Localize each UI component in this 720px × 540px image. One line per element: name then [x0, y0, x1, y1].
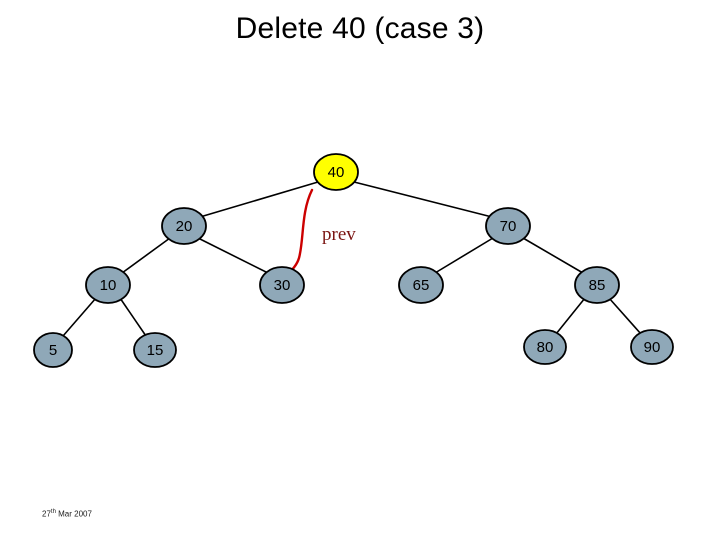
- node-circle: [133, 332, 177, 368]
- tree-edge: [197, 237, 269, 274]
- tree-node-70: 70: [485, 207, 531, 245]
- page-title: Delete 40 (case 3): [235, 12, 485, 45]
- footer-month-year: Mar 2007: [55, 509, 92, 519]
- node-label: 90: [644, 339, 661, 356]
- tree-edge: [62, 297, 97, 337]
- node-label: 80: [537, 339, 554, 356]
- tree-node-90: 90: [630, 329, 674, 365]
- node-circle: [85, 266, 131, 304]
- node-circle: [259, 266, 305, 304]
- prev-pointer-arc: [283, 188, 314, 279]
- tree-node-80: 80: [523, 329, 567, 365]
- node-label: 5: [49, 342, 57, 359]
- prev-pointer-label: prev: [322, 224, 356, 245]
- tree-edge: [522, 237, 584, 274]
- tree-node-85: 85: [574, 266, 620, 304]
- tree-edge: [353, 181, 493, 218]
- tree-edges: [62, 181, 642, 337]
- tree-node-65: 65: [398, 266, 444, 304]
- node-label: 40: [328, 164, 345, 181]
- node-label: 65: [413, 277, 430, 294]
- tree-edge: [121, 237, 171, 274]
- tree-edge: [434, 237, 494, 274]
- footer-date: 27: [42, 509, 51, 519]
- node-label: 10: [100, 277, 117, 294]
- node-label: 30: [274, 277, 291, 294]
- node-label: 15: [147, 342, 164, 359]
- tree-node-40: 40: [313, 153, 359, 191]
- node-label: 70: [500, 218, 517, 235]
- node-circle: [161, 207, 207, 245]
- tree-edge: [608, 297, 642, 335]
- tree-node-10: 10: [85, 266, 131, 304]
- node-label: 20: [176, 218, 193, 235]
- node-circle: [485, 207, 531, 245]
- prev-pointer-curve: [283, 188, 314, 279]
- tree-nodes: 40 20 70 10 30 65 85 5 15 80 90: [33, 153, 674, 368]
- tree-edge: [555, 297, 586, 335]
- node-circle: [574, 266, 620, 304]
- tree-node-30: 30: [259, 266, 305, 304]
- tree-edge: [119, 297, 147, 337]
- node-circle: [630, 329, 674, 365]
- tree-edge: [199, 181, 319, 218]
- node-label: 85: [589, 277, 606, 294]
- slide-footer: 27th Mar 2007: [42, 509, 92, 519]
- tree-node-5: 5: [33, 332, 73, 368]
- node-circle: [523, 329, 567, 365]
- node-circle: [398, 266, 444, 304]
- node-circle: [313, 153, 359, 191]
- tree-node-20: 20: [161, 207, 207, 245]
- tree-node-15: 15: [133, 332, 177, 368]
- node-circle: [33, 332, 73, 368]
- footer-date-suffix: th: [50, 509, 56, 515]
